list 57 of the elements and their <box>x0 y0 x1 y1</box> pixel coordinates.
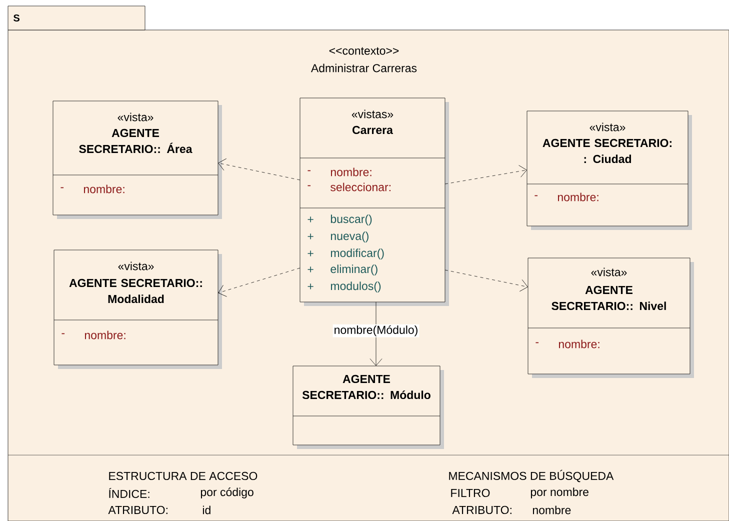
dependency-arrow <box>444 270 528 292</box>
class-name: AGENTE SECRETARIO: : Ciudad <box>542 138 672 164</box>
class-name: AGENTE SECRETARIO:: Módulo <box>302 374 430 400</box>
class-box <box>300 98 449 306</box>
attribute: seleccionar: <box>330 182 390 192</box>
note-text: ATRIBUTO: <box>108 506 168 514</box>
visibility-marker: - <box>60 187 64 188</box>
dependency-arrow <box>218 158 300 180</box>
stereotype-label: «vista» <box>118 112 154 122</box>
note-text: MECANISMOS DE BÚSQUEDA <box>449 470 614 482</box>
stereotype-label: «vista» <box>591 268 627 276</box>
stereotype-label: «vistas» <box>352 110 394 118</box>
visibility-marker: + <box>308 284 314 290</box>
operation: modulos() <box>330 282 381 292</box>
visibility-marker: + <box>308 216 314 222</box>
package-name: S <box>14 14 20 22</box>
visibility-marker: - <box>62 333 65 334</box>
visibility-marker: + <box>308 250 314 256</box>
visibility-marker: + <box>308 234 314 240</box>
attribute: nombre: <box>84 330 126 340</box>
note-text: nombre <box>532 506 571 514</box>
stereotype-label: «vista» <box>118 262 154 270</box>
operation: eliminar() <box>330 264 378 276</box>
dependency-arrow <box>218 268 300 297</box>
visibility-marker: - <box>308 185 311 186</box>
visibility-marker: - <box>534 195 538 196</box>
attribute: nombre: <box>558 192 598 202</box>
class-box <box>528 258 694 378</box>
class-box <box>526 110 692 230</box>
class-name: AGENTE SECRETARIO:: Área <box>79 128 192 154</box>
class-name: AGENTE SECRETARIO:: Nivel <box>552 286 666 310</box>
operation: modificar() <box>330 248 384 260</box>
dependency-arrow <box>444 165 527 184</box>
note-text: id <box>202 506 210 514</box>
attribute: nombre: <box>330 168 372 176</box>
visibility-marker: - <box>308 170 311 172</box>
visibility-marker: - <box>536 342 539 344</box>
stereotype-label: «vista» <box>590 122 626 132</box>
visibility-marker: + <box>308 266 314 272</box>
class-name: Carrera <box>352 126 394 134</box>
class-box <box>52 100 222 219</box>
note-text: ESTRUCTURA DE ACCESO <box>109 472 258 480</box>
class-box <box>54 250 222 369</box>
package-title: Administrar Carreras <box>310 64 417 72</box>
stereotype-label: <<contexto>> <box>329 47 399 55</box>
class-name: AGENTE SECRETARIO:: Modalidad <box>69 278 202 304</box>
note-text: por nombre <box>530 488 588 498</box>
note-text: FILTRO <box>451 488 490 498</box>
note-text: por código <box>200 488 254 498</box>
class-box <box>292 366 444 449</box>
operation: nueva() <box>330 232 368 242</box>
note-text: ATRIBUTO: <box>452 506 512 514</box>
edge-label: nombre(Módulo) <box>334 325 418 336</box>
operation: buscar() <box>330 214 372 226</box>
attribute: nombre: <box>558 340 600 348</box>
attribute: nombre: <box>84 184 124 194</box>
note-text: ÍNDICE: <box>109 488 150 498</box>
